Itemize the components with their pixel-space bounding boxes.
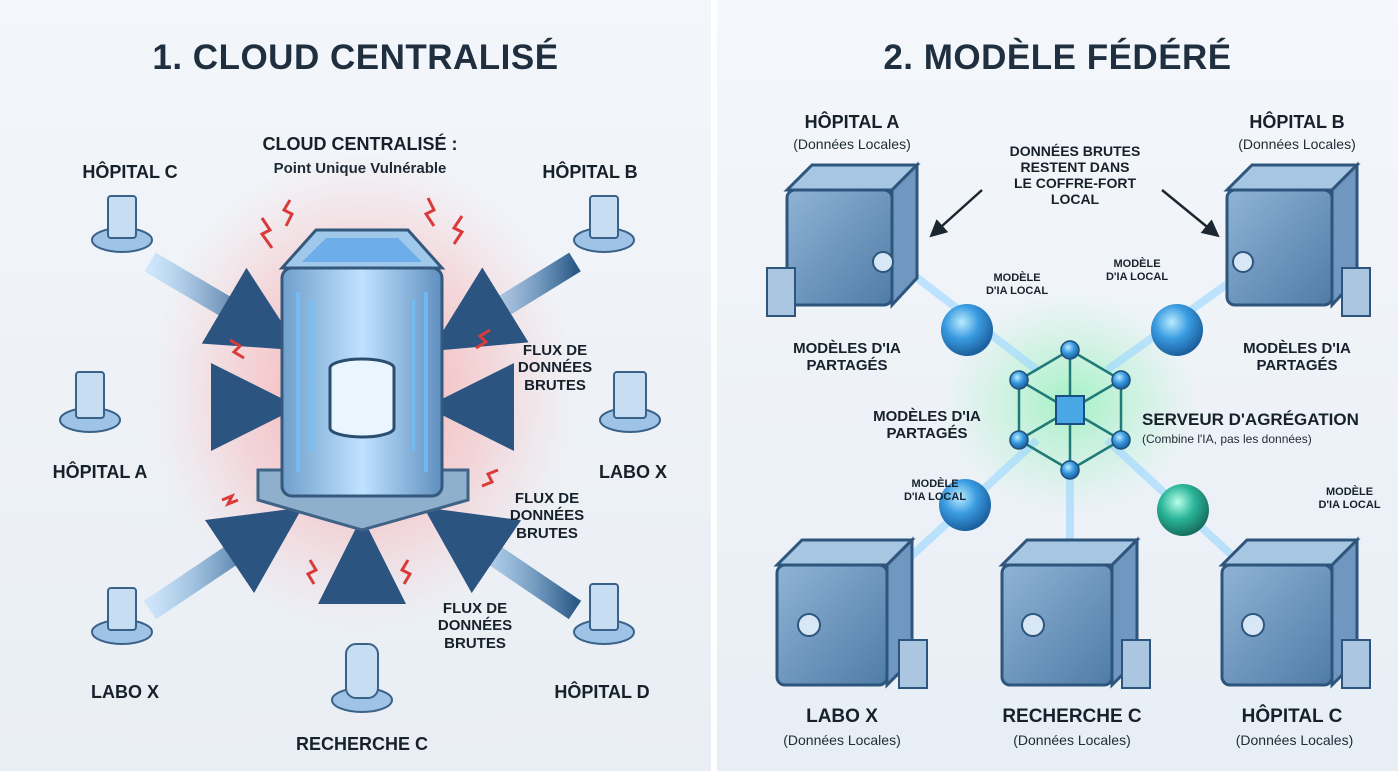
vault-icon-recherche-c <box>998 536 1151 689</box>
local-data-hopital-b: (Données Locales) <box>1238 136 1356 152</box>
server-icon-hopital-b <box>573 195 635 253</box>
federated-model-art <box>766 161 1371 689</box>
aggregation-server-title: SERVEUR D'AGRÉGATION <box>1142 410 1359 429</box>
panel-divider <box>711 0 717 771</box>
flow-label-3: FLUX DE DONNÉES BRUTES <box>437 600 513 652</box>
arrow-hopital-c <box>144 252 300 351</box>
flow-label-1: FLUX DE DONNÉES BRUTES <box>517 342 593 394</box>
vault-icon-hopital-b <box>1223 161 1371 317</box>
centralized-cloud-panel: 1. CLOUD CENTRALISÉ CLOUD CENTRALISÉ : P… <box>0 0 711 771</box>
cloud-subtitle: Point Unique Vulnérable <box>273 160 447 177</box>
label-recherche-c: RECHERCHE C <box>1002 706 1142 727</box>
flow-label-2: FLUX DE DONNÉES BRUTES <box>509 490 585 542</box>
label-hopital-b: HÔPITAL B <box>1249 112 1345 132</box>
shared-models-center: MODÈLES D'IA PARTAGÉS <box>873 408 981 443</box>
arrow-labo-x-left <box>143 507 303 620</box>
server-icon-labo-x-left <box>91 587 153 645</box>
vault-icon-hopital-a <box>766 161 921 317</box>
cloud-title: CLOUD CENTRALISÉ : <box>262 134 458 154</box>
label-hopital-a: HÔPITAL A <box>52 462 148 482</box>
raw-data-note: DONNÉES BRUTES RESTENT DANS LE COFFRE-FO… <box>1009 143 1141 208</box>
local-model-sphere-b <box>1151 304 1203 356</box>
note-arrow-right <box>1161 189 1220 238</box>
centralized-cloud-art <box>59 150 661 713</box>
right-panel-title: 2. MODÈLE FÉDÉRÉ <box>883 38 1232 77</box>
local-data-recherche-c: (Données Locales) <box>1013 732 1131 748</box>
server-icon-hopital-d <box>573 583 635 645</box>
local-model-sphere-c <box>1157 484 1209 536</box>
aggregation-server-subtitle: (Combine l'IA, pas les données) <box>1142 432 1312 446</box>
vault-icon-labo-x <box>773 536 928 689</box>
local-data-hopital-a: (Données Locales) <box>793 136 911 152</box>
lightning-bolts <box>221 197 499 585</box>
vault-icon-hopital-c <box>1218 536 1371 689</box>
label-hopital-a: HÔPITAL A <box>804 112 900 132</box>
aggregation-server-icon <box>1009 340 1131 480</box>
shared-models-left: MODÈLES D'IA PARTAGÉS <box>793 340 901 375</box>
label-hopital-d: HÔPITAL D <box>554 682 650 702</box>
server-icon-hopital-a <box>59 371 121 433</box>
label-hopital-c: HÔPITAL C <box>1241 706 1343 727</box>
arrow-hopital-b <box>430 252 581 352</box>
label-recherche-c: RECHERCHE C <box>295 734 428 754</box>
local-data-labo-x: (Données Locales) <box>783 732 901 748</box>
server-icon-labo-x-right <box>599 371 661 433</box>
left-panel-title: 1. CLOUD CENTRALISÉ <box>152 38 559 77</box>
label-labo-x: LABO X <box>806 706 878 727</box>
local-model-label-b: MODÈLE D'IA LOCAL <box>1105 258 1169 283</box>
central-cloud-server-icon <box>256 228 470 532</box>
label-hopital-c: HÔPITAL C <box>82 162 178 182</box>
local-model-label-c: MODÈLE D'IA LOCAL <box>1318 486 1381 511</box>
local-model-label-labo: MODÈLE D'IA LOCAL <box>903 478 967 503</box>
label-hopital-b: HÔPITAL B <box>542 162 638 182</box>
local-model-sphere-a <box>941 304 993 356</box>
local-model-label-a: MODÈLE D'IA LOCAL <box>985 272 1049 297</box>
server-icons <box>59 195 661 713</box>
shared-models-right: MODÈLES D'IA PARTAGÉS <box>1243 340 1351 375</box>
database-icon-recherche-c <box>331 643 393 713</box>
local-data-hopital-c: (Données Locales) <box>1235 732 1354 748</box>
local-model-sphere-labo <box>939 479 991 531</box>
label-labo-x-right: LABO X <box>598 462 667 482</box>
label-labo-x-left: LABO X <box>90 682 159 702</box>
note-arrow-left <box>929 189 983 238</box>
server-icon-hopital-c <box>91 195 153 253</box>
federated-model-panel: 2. MODÈLE FÉDÉRÉ HÔPITAL A (Données Loca… <box>717 0 1398 771</box>
arrow-hopital-d <box>423 507 582 620</box>
